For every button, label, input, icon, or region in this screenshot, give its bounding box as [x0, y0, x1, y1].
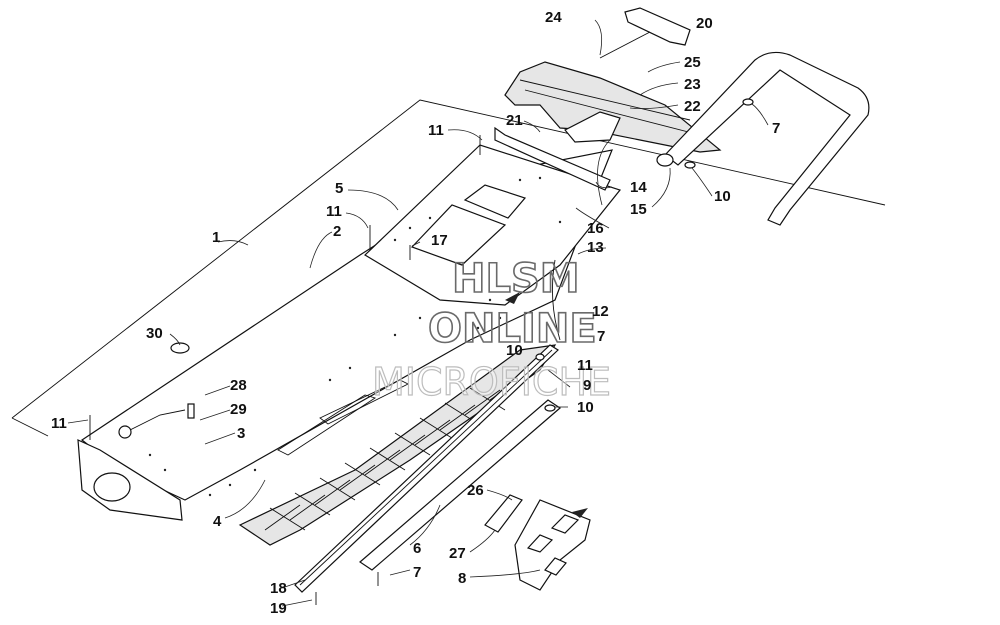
deck-brace-lower [319, 379, 410, 425]
side-rail [294, 344, 561, 593]
rear-plate-cutout-upper [463, 184, 527, 219]
watermark-line2: ONLINE [428, 306, 597, 352]
callout-16: 16 [587, 220, 604, 237]
callout-22: 22 [684, 98, 701, 115]
callout-11-top: 11 [428, 122, 444, 139]
callout-28: 28 [230, 377, 247, 394]
callout-3: 3 [237, 425, 245, 442]
seat-rear-pad [564, 111, 621, 143]
callout-7-rail: 7 [597, 328, 605, 345]
callout-26: 26 [467, 482, 484, 499]
bumper-end-cap [656, 153, 674, 167]
callout-21: 21 [506, 112, 523, 129]
rivet-holes [148, 176, 562, 497]
watermark: HLSM ONLINE MICROFICHE [371, 255, 611, 404]
rear-bumper [656, 51, 870, 226]
callout-10-lower: 10 [577, 399, 594, 416]
footrest-cutout-3 [544, 557, 567, 576]
grab-handle [599, 7, 691, 59]
callout-1: 1 [212, 229, 220, 246]
support-bracket [484, 494, 523, 533]
callout-20: 20 [696, 15, 713, 32]
callout-4: 4 [213, 513, 222, 530]
brake-cable [551, 259, 561, 341]
callout-5: 5 [335, 180, 343, 197]
seat-assembly [504, 61, 722, 153]
arrow-marker-footrest [572, 508, 588, 518]
snap-ring [170, 342, 190, 354]
assembly-outline-bracket [11, 99, 886, 437]
callout-19: 19 [270, 600, 287, 617]
callout-11-rail: 11 [577, 357, 593, 374]
harness-clip [187, 403, 195, 419]
callout-29: 29 [230, 401, 247, 418]
callout-11-side: 11 [326, 203, 342, 220]
callout-2: 2 [333, 223, 341, 240]
deck-brace-upper [277, 394, 377, 456]
callout-12: 12 [592, 303, 609, 320]
callout-25: 25 [684, 54, 701, 71]
leader-lines [67, 19, 769, 607]
tunnel-assembly [77, 144, 622, 546]
callout-7-lower: 7 [413, 564, 421, 581]
callout-18: 18 [270, 580, 287, 597]
tail-light-harness [118, 403, 195, 439]
callout-11-front: 11 [51, 415, 67, 432]
seat-cushion [504, 61, 722, 153]
lower-side-rail [359, 399, 561, 571]
running-board-lattice [264, 374, 526, 531]
callout-23: 23 [684, 76, 701, 93]
callout-24: 24 [545, 9, 562, 26]
tunnel-front-cutout [93, 472, 131, 502]
running-board [238, 344, 557, 546]
tail-light-connector [118, 425, 132, 439]
watermark-line3: MICROFICHE [372, 360, 611, 404]
fasteners [89, 98, 754, 605]
callout-17: 17 [431, 232, 448, 249]
footrest-cutout-2 [550, 514, 580, 534]
callout-27: 27 [449, 545, 466, 562]
callout-10-bumper: 10 [714, 188, 731, 205]
callout-30: 30 [146, 325, 163, 342]
footrest-bracket [514, 499, 591, 591]
watermark-line1: HLSM [452, 256, 580, 302]
callout-6: 6 [413, 540, 421, 557]
rear-plate-cutout-lower [410, 204, 507, 266]
callout-14: 14 [630, 179, 647, 196]
callout-9: 9 [583, 377, 591, 394]
callout-10-rail: 10 [506, 342, 523, 359]
upper-side-rail [294, 344, 559, 593]
callout-15: 15 [630, 201, 647, 218]
callout-labels: 1 2 3 4 5 6 7 7 7 8 9 10 10 10 11 11 11 … [51, 9, 780, 617]
callout-7-bumper: 7 [772, 120, 780, 137]
arrow-marker-tunnel [505, 292, 520, 304]
callout-8: 8 [458, 570, 466, 587]
seat-bracket [494, 126, 611, 191]
footrest-cutout-1 [526, 534, 554, 553]
callout-13: 13 [587, 239, 604, 256]
